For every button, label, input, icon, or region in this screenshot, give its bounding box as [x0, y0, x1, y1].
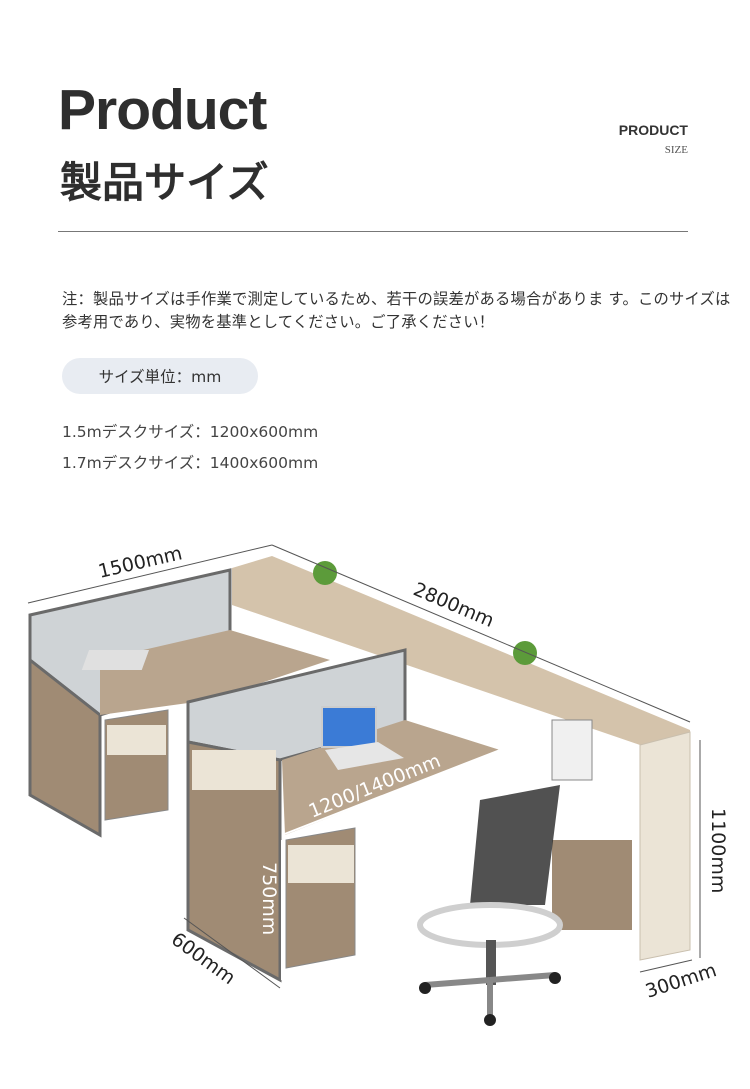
lower-cabinet	[552, 840, 632, 930]
dim-line-2800	[271, 544, 691, 723]
front-laptop-screen	[321, 706, 377, 748]
page-title-en: Product	[58, 78, 267, 142]
books-shelf	[551, 719, 593, 781]
dim-300: 300mm	[643, 959, 720, 1003]
product-badge: PRODUCT	[618, 122, 688, 138]
plant-right	[513, 641, 537, 665]
back-cabinet	[232, 556, 690, 755]
front-panel-accent	[192, 750, 276, 790]
desk-dimension-illustration: 1500mm 2800mm 1200/1400mm 750mm 600mm 11…	[27, 542, 729, 1026]
header-divider	[58, 231, 688, 232]
front-drawer-front	[288, 845, 354, 883]
side-cabinet	[639, 731, 691, 961]
size-spec-15m: 1.5mデスクサイズ：1200x600mm	[62, 423, 319, 441]
size-spec-17m: 1.7mデスクサイズ：1400x600mm	[62, 454, 319, 472]
dim-line-1500	[27, 544, 273, 604]
left-laptop	[81, 650, 150, 670]
dim-1100: 1100mm	[707, 808, 729, 893]
dim-line-1200	[281, 749, 501, 836]
unit-pill: サイズ単位：mm	[62, 358, 258, 394]
front-laptop-base	[325, 742, 404, 770]
left-drawer-front	[107, 725, 166, 755]
left-side-panel	[28, 656, 102, 838]
unit-label: サイズ単位：mm	[98, 368, 222, 386]
left-desk-top	[100, 630, 330, 715]
page-title-jp: 製品サイズ	[60, 158, 269, 207]
dim-750: 750mm	[258, 862, 280, 935]
dim-line-600	[183, 917, 281, 989]
measurement-note: 注：製品サイズは手作業で測定しているため、若干の誤差がある場合がありま す。この…	[62, 290, 731, 331]
plant-left	[313, 561, 337, 585]
size-badge: SIZE	[664, 144, 688, 156]
office-chair	[417, 785, 563, 1026]
dim-line-300	[639, 959, 693, 973]
